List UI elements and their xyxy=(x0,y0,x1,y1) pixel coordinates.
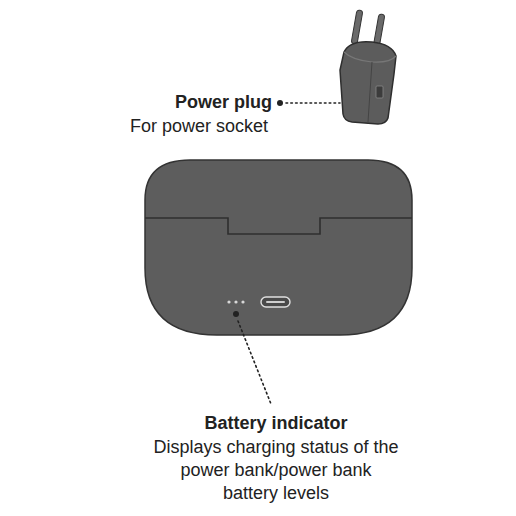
leader-line xyxy=(233,311,271,404)
power-plug-illustration xyxy=(340,10,396,124)
part-description: Displays charging status of the power ba… xyxy=(153,436,399,505)
part-name: Power plug xyxy=(175,91,272,114)
part-name: Battery indicator xyxy=(126,412,426,435)
power-bank-case xyxy=(145,160,412,335)
part-description: For power socket xyxy=(130,115,268,138)
leader-line xyxy=(277,100,340,106)
